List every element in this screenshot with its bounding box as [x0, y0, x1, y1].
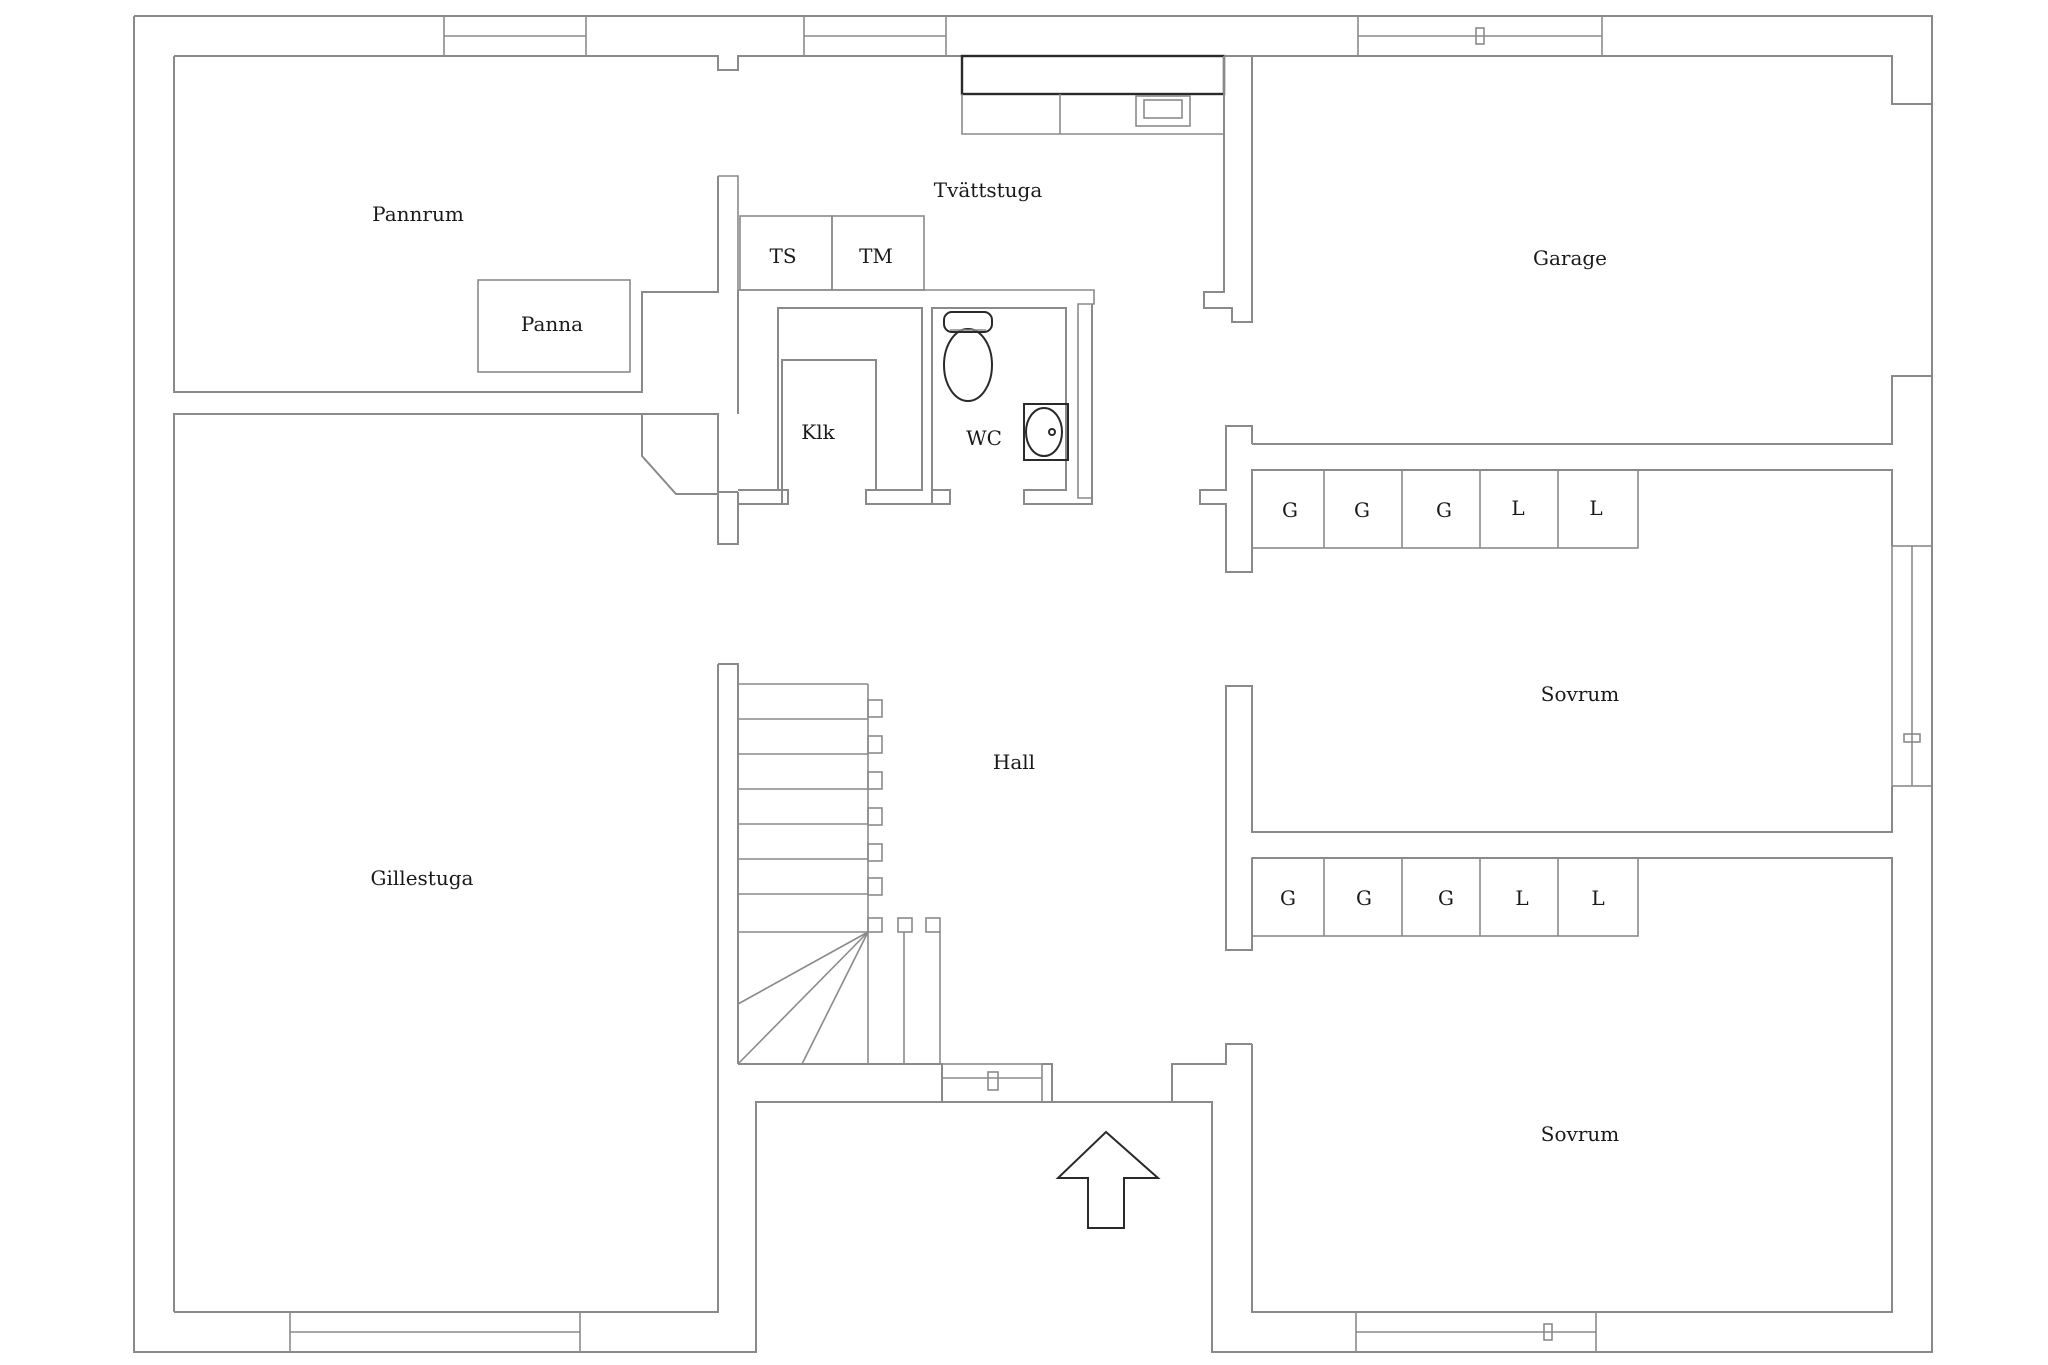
- room-label-tm: TM: [859, 244, 893, 268]
- entrance-door: [941, 1063, 1053, 1103]
- room-label-wc: WC: [966, 426, 1002, 450]
- klk-wc-walls: [641, 290, 1093, 545]
- wardrobe-label: L: [1591, 886, 1605, 910]
- room-label-sovrum-lower: Sovrum: [1540, 1122, 1620, 1146]
- wardrobe-label: L: [1511, 496, 1525, 520]
- wardrobe-label: G: [1356, 886, 1372, 910]
- entrance-arrow-icon: [1055, 1130, 1161, 1229]
- room-label-panna: Panna: [520, 312, 584, 336]
- room-label-hall: Hall: [992, 750, 1036, 774]
- wardrobe-label: L: [1515, 886, 1529, 910]
- room-label-tvattstuga: Tvättstuga: [933, 178, 1043, 202]
- room-label-klk: Klk: [801, 420, 835, 444]
- toilet-icon: [943, 311, 993, 402]
- sink-icon: [1023, 403, 1069, 461]
- wardrobe-label: G: [1436, 498, 1452, 522]
- room-label-ts: TS: [769, 244, 797, 268]
- wardrobe-label: G: [1282, 498, 1298, 522]
- right-walls: [1171, 425, 1893, 1102]
- room-label-garage: Garage: [1532, 246, 1608, 270]
- wardrobe-label: L: [1589, 496, 1603, 520]
- boiler: [477, 279, 631, 373]
- room-label-sovrum-upper: Sovrum: [1540, 682, 1620, 706]
- wardrobe-label: G: [1280, 886, 1296, 910]
- laundry-fixtures: [718, 54, 1253, 504]
- room-label-gillestuga: Gillestuga: [370, 866, 474, 890]
- wardrobe-label: G: [1354, 498, 1370, 522]
- wardrobe-label: G: [1438, 886, 1454, 910]
- wardrobe-row-upper: [1251, 469, 1639, 549]
- room-label-pannrum: Pannrum: [372, 202, 464, 226]
- windows: [289, 15, 1933, 1353]
- wardrobe-row-lower: [1251, 857, 1639, 937]
- staircase: [718, 663, 943, 1102]
